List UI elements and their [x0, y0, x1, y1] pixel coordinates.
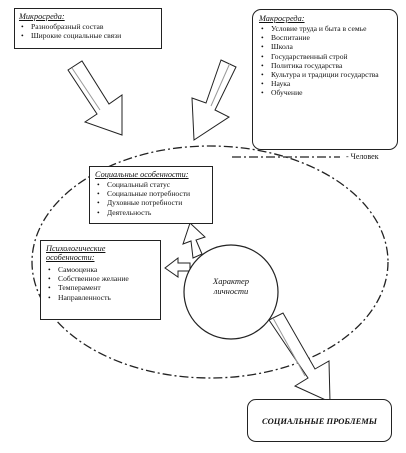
list-item: Воспитание — [261, 33, 391, 42]
list-item: Собственное желание — [48, 274, 155, 283]
list-item: Деятельность — [97, 208, 207, 217]
list-item: Темперамент — [48, 283, 155, 292]
social-problems-label: СОЦИАЛЬНЫЕ ПРОБЛЕМЫ — [261, 415, 378, 426]
list-item: Социальный статус — [97, 180, 207, 189]
arrow-personality-to-psychological — [164, 256, 191, 278]
list-item: Государственный строй — [261, 52, 391, 61]
microenvironment-box: Микросреда: Разнообразный состав Широкие… — [14, 8, 162, 49]
microenvironment-list: Разнообразный состав Широкие социальные … — [19, 22, 157, 41]
arrow-personality-to-social — [182, 222, 206, 259]
list-item: Обучение — [261, 88, 391, 97]
social-features-box: Социальные особенности: Социальный стату… — [89, 166, 213, 224]
personality-label: Характер личности — [213, 276, 249, 296]
arrow-macro-stem-shade — [210, 62, 231, 107]
person-boundary — [31, 145, 389, 379]
arrow-problems-stem-shade — [272, 317, 306, 377]
list-item: Направленность — [48, 293, 155, 302]
list-item: Наука — [261, 79, 391, 88]
list-item: Политика государства — [261, 61, 391, 70]
list-item: Культура и традиции государства — [261, 70, 391, 79]
personality-circle — [183, 244, 279, 340]
macroenvironment-list: Условие труда и быта в семье Воспитание … — [259, 24, 391, 98]
list-item: Широкие социальные связи — [21, 31, 157, 40]
psychological-features-list: Самооценка Собственное желание Темпераме… — [46, 265, 155, 302]
arrow-micro-to-person — [67, 60, 123, 136]
social-features-list: Социальный статус Социальные потребности… — [95, 180, 207, 217]
microenvironment-title: Микросреда: — [19, 12, 65, 21]
social-problems-box: СОЦИАЛЬНЫЕ ПРОБЛЕМЫ — [247, 399, 392, 442]
legend-label: - Человек — [346, 152, 379, 161]
list-item: Социальные потребности — [97, 189, 207, 198]
psychological-features-box: Психологические особенности: Самооценка … — [40, 240, 161, 320]
list-item: Самооценка — [48, 265, 155, 274]
list-item: Условие труда и быта в семье — [261, 24, 391, 33]
list-item: Разнообразный состав — [21, 22, 157, 31]
macroenvironment-title: Макросреда: — [259, 14, 305, 23]
psychological-features-title: Психологические особенности: — [46, 244, 106, 262]
social-features-title: Социальные особенности: — [95, 170, 189, 179]
list-item: Школа — [261, 42, 391, 51]
arrow-to-social-problems — [268, 312, 331, 403]
list-item: Духовные потребности — [97, 198, 207, 207]
macroenvironment-box: Макросреда: Условие труда и быта в семье… — [252, 9, 398, 150]
arrow-micro-stem-shade — [71, 67, 101, 111]
